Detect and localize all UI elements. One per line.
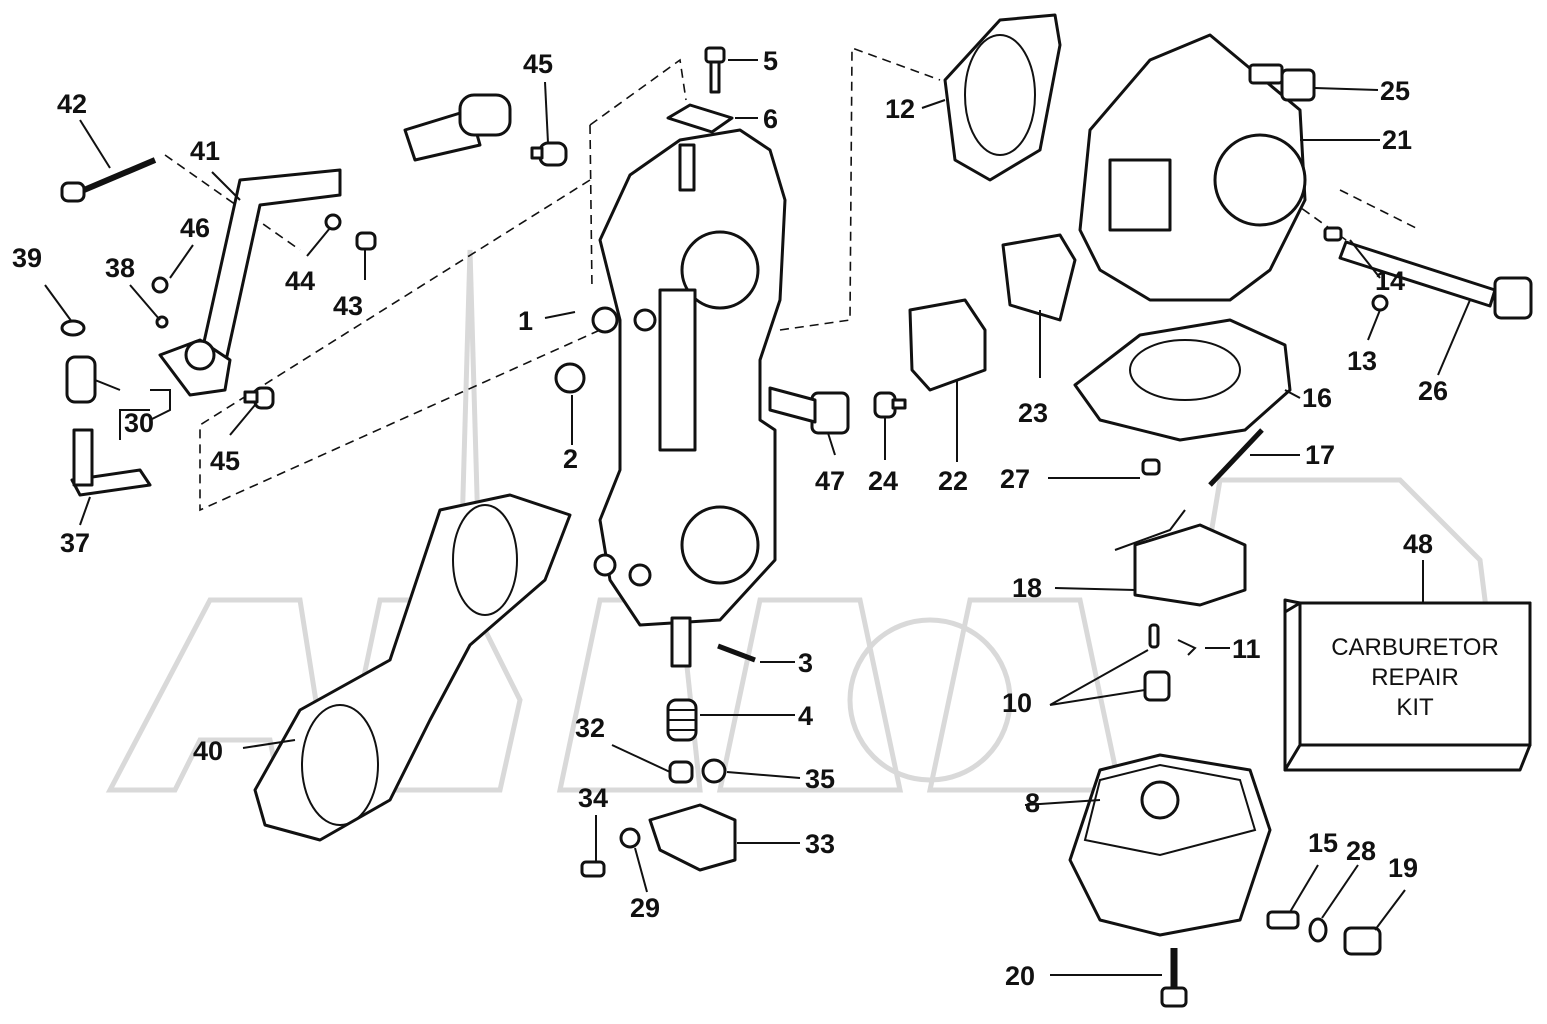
part-14-screw — [1323, 226, 1343, 242]
part-11-clip — [1177, 639, 1197, 656]
part-25-bolt — [1248, 63, 1316, 102]
part-47-bolt — [768, 386, 850, 435]
part-29-washer — [619, 827, 641, 849]
callout-14: 14 — [1375, 266, 1405, 296]
callout-28: 28 — [1346, 836, 1376, 866]
carburetor-body — [591, 128, 787, 668]
part-32-spacer — [668, 760, 694, 784]
callout-1: 1 — [518, 306, 533, 336]
part-28-washer — [1308, 917, 1328, 943]
leader-lines — [44, 59, 1471, 976]
part-15-screw — [1266, 910, 1300, 930]
callout-45-left: 45 — [210, 446, 240, 476]
part-10-needle — [1148, 623, 1160, 649]
callout-42: 42 — [57, 89, 87, 119]
callout-22: 22 — [938, 466, 968, 496]
callout-43: 43 — [333, 291, 363, 321]
callout-34: 34 — [578, 783, 608, 813]
part-40-gasket — [253, 493, 572, 842]
callout-11: 11 — [1232, 634, 1261, 664]
callout-37: 37 — [60, 528, 90, 558]
callout-21: 21 — [1382, 125, 1412, 155]
part-12-gasket — [943, 13, 1062, 182]
part-5-screw — [704, 46, 726, 94]
part-6-plate — [666, 103, 734, 134]
part-21-fuel-pump-cover — [1078, 33, 1307, 302]
kit-label-line3: KIT — [1396, 694, 1434, 721]
callout-19: 19 — [1388, 853, 1418, 883]
part-41-throttle-arm — [158, 168, 342, 397]
part-37-lever — [70, 428, 152, 497]
callout-29: 29 — [630, 893, 660, 923]
callout-18: 18 — [1012, 573, 1042, 603]
part-17-pin — [1208, 428, 1264, 487]
watermark — [105, 249, 1503, 793]
part-20-screw — [1160, 948, 1188, 1008]
part-30-bushing — [65, 355, 97, 404]
callout-15: 15 — [1308, 828, 1338, 858]
callout-39: 39 — [12, 243, 42, 273]
callout-38: 38 — [105, 253, 135, 283]
part-35-nut — [701, 758, 727, 784]
part-26-long-bolt — [1338, 240, 1533, 320]
callout-labels: 1 2 3 4 5 6 8 10 11 12 13 14 15 16 17 18… — [12, 46, 1448, 991]
part-46-screw — [151, 276, 169, 294]
part-18-float — [1114, 509, 1247, 607]
callout-41: 41 — [190, 136, 220, 166]
callout-3: 3 — [798, 648, 813, 678]
callout-44: 44 — [285, 266, 315, 296]
callout-4: 4 — [798, 701, 813, 731]
callout-40: 40 — [193, 736, 223, 766]
part-33-choke-cam — [648, 803, 737, 872]
callout-16: 16 — [1302, 383, 1332, 413]
part-43-screw — [355, 231, 377, 251]
part-2-plug — [554, 362, 586, 394]
callout-20: 20 — [1005, 961, 1035, 991]
part-34-screw — [580, 860, 606, 878]
callout-45-top: 45 — [523, 49, 553, 79]
callout-46: 46 — [180, 213, 210, 243]
callout-35: 35 — [805, 764, 835, 794]
callout-6: 6 — [763, 104, 778, 134]
part-19-plug — [1343, 926, 1382, 956]
part-13-plug — [1371, 294, 1389, 312]
callout-33: 33 — [805, 829, 835, 859]
callout-12: 12 — [885, 94, 915, 124]
assembly-lines — [164, 46, 1421, 512]
part-48-repair-kit-box: CARBURETOR REPAIR KIT — [1283, 598, 1532, 772]
callout-24: 24 — [868, 466, 898, 496]
part-22-gasket — [908, 298, 987, 392]
callout-25: 25 — [1380, 76, 1410, 106]
callout-8: 8 — [1025, 788, 1040, 818]
callout-13: 13 — [1347, 346, 1377, 376]
callout-23: 23 — [1018, 398, 1048, 428]
callout-5: 5 — [763, 46, 778, 76]
part-3-pin — [717, 643, 756, 663]
part-8-float-bowl — [1068, 753, 1272, 937]
part-23-plate — [1001, 233, 1077, 322]
callout-17: 17 — [1305, 440, 1335, 470]
part-24-screw — [873, 391, 907, 419]
callout-47: 47 — [815, 466, 845, 496]
part-45-screw-left — [243, 386, 275, 410]
kit-label-line1: CARBURETOR — [1331, 634, 1499, 661]
callout-48: 48 — [1403, 529, 1433, 559]
part-42-long-screw — [60, 157, 157, 203]
callout-30: 30 — [124, 408, 154, 438]
part-39-washer — [60, 319, 86, 337]
callout-10: 10 — [1002, 688, 1032, 718]
callout-32: 32 — [575, 713, 605, 743]
part-4-spring — [666, 698, 698, 742]
part-10-seat — [1143, 670, 1171, 702]
part-16-gasket — [1073, 318, 1292, 442]
part-27-screw — [1141, 458, 1161, 476]
kit-label-line2: REPAIR — [1371, 664, 1459, 691]
callout-26: 26 — [1418, 376, 1448, 406]
callout-27: 27 — [1000, 464, 1030, 494]
callout-2: 2 — [563, 444, 578, 474]
part-45-screw-top — [530, 141, 568, 167]
part-44-washer — [324, 213, 342, 231]
throttle-link-clamp — [403, 93, 512, 162]
